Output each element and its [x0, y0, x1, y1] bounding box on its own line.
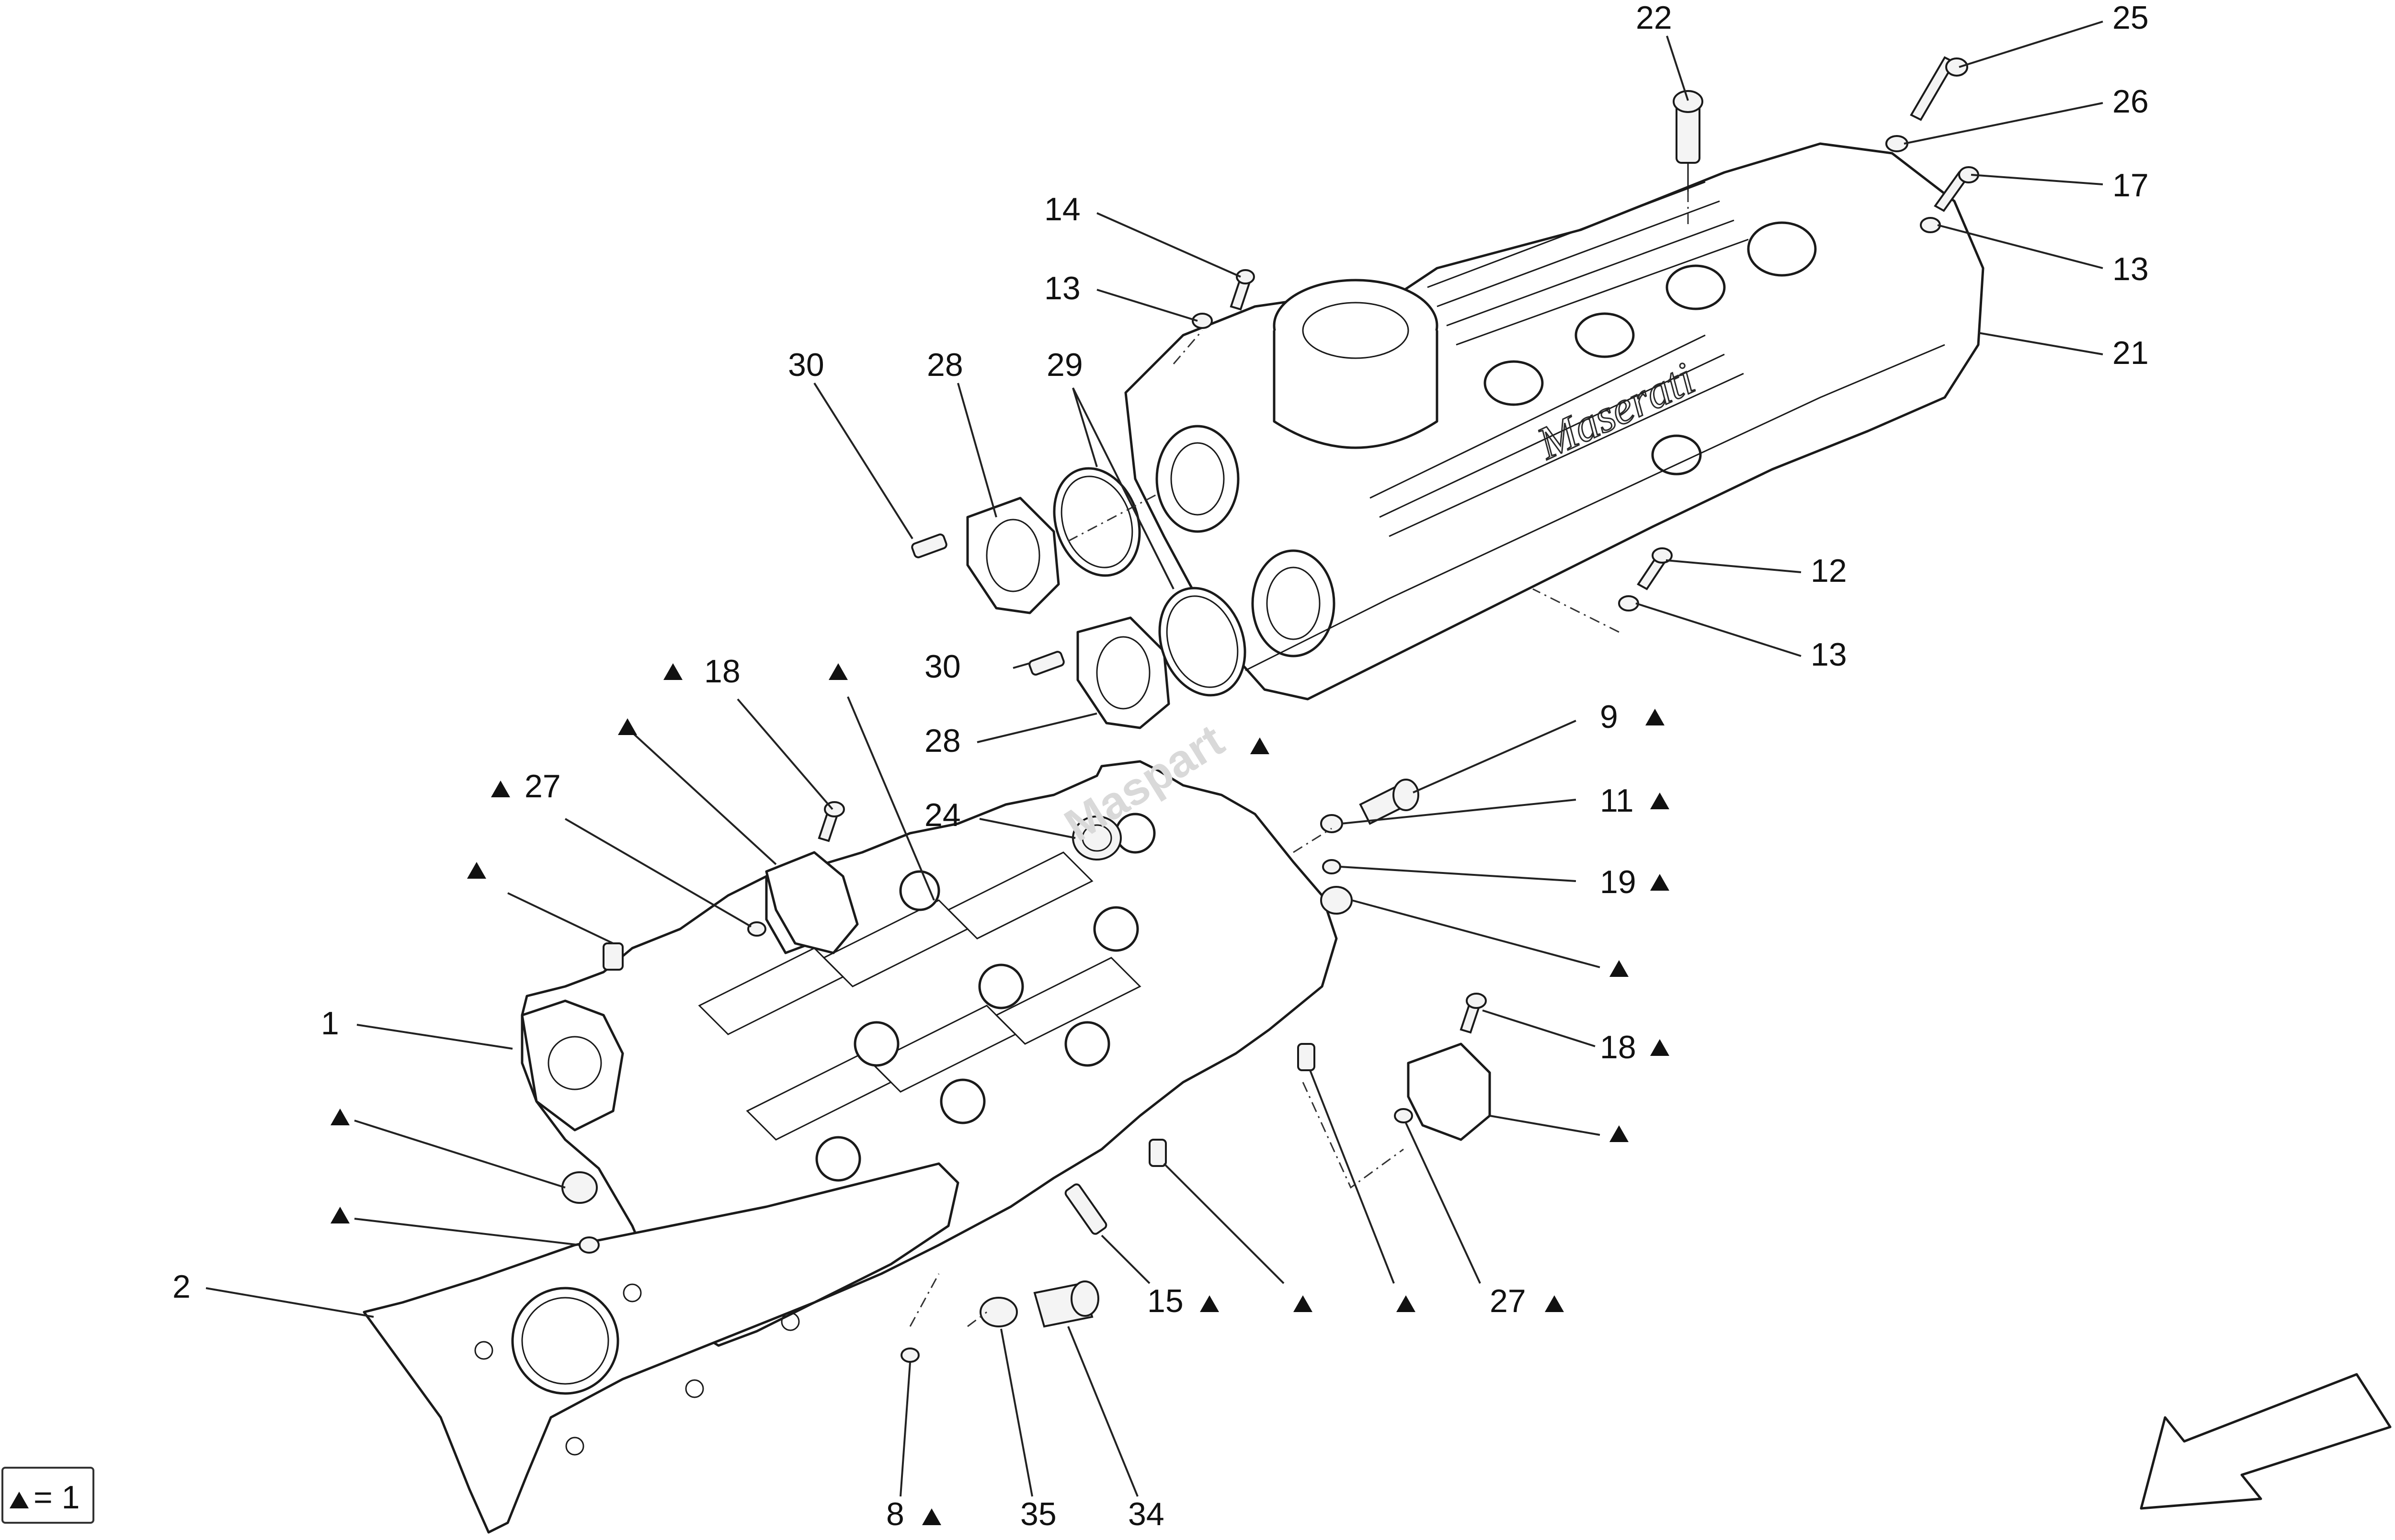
triangle-marker-icon: [1609, 960, 1629, 977]
label-14: 14: [1044, 191, 1081, 227]
label-2: 2: [172, 1268, 191, 1305]
bolt-18-a: [818, 801, 845, 842]
dowel-27-a: [747, 921, 766, 937]
orientation-arrow-icon: [2140, 1373, 2392, 1510]
label-28: 28: [927, 347, 963, 383]
triangle-marker-icon: [1645, 709, 1665, 725]
label-13: 13: [1044, 270, 1081, 306]
label-22: 22: [1636, 0, 1672, 36]
label-18: 18: [704, 653, 741, 690]
triangle-marker-icon: [10, 1492, 29, 1508]
sensor-9: [1359, 779, 1419, 825]
washer-13-a: [1920, 217, 1941, 233]
dowel-left-bottom: [579, 1236, 600, 1254]
label-12: 12: [1811, 553, 1847, 589]
label-11: 11: [1600, 782, 1634, 819]
label-26: 26: [2112, 83, 2149, 120]
bolt-12: [1637, 547, 1673, 590]
assembly-guide-lines: [909, 192, 1689, 1327]
label-21: 21: [2112, 335, 2149, 371]
triangle-marker-icon: [829, 663, 848, 680]
screw-30-lower: [1028, 651, 1065, 676]
label-9: 9: [1600, 699, 1618, 735]
dowel-19: [1322, 859, 1341, 874]
label-18: 18: [1600, 1029, 1636, 1065]
label-34: 34: [1128, 1496, 1164, 1532]
label-8: 8: [886, 1496, 904, 1532]
bolt-17: [1934, 166, 1979, 212]
dowel-left-top: [603, 942, 624, 971]
triangle-markers: [331, 663, 1669, 1525]
label-17: 17: [2112, 167, 2149, 204]
label-35: 35: [1020, 1496, 1057, 1532]
label-27: 27: [525, 768, 561, 804]
label-13: 13: [1811, 636, 1847, 673]
cam-cover-lower: [1076, 587, 1246, 729]
label-13: 13: [2112, 251, 2149, 287]
triangle-marker-icon: [1650, 1039, 1669, 1056]
screw-30-upper: [911, 533, 947, 558]
triangle-marker-icon: [922, 1508, 941, 1525]
triangle-marker-icon: [331, 1109, 350, 1125]
label-27: 27: [1490, 1283, 1526, 1319]
label-30: 30: [924, 648, 961, 685]
triangle-marker-icon: [491, 781, 510, 797]
bracket-right: [1407, 1042, 1491, 1141]
label-19: 19: [1600, 864, 1636, 900]
triangle-marker-icon: [1545, 1295, 1564, 1312]
bushing-left: [561, 1171, 598, 1204]
callout-labels: 22 25 26 17 13 21 14 13 30 28 29 12 13 3…: [172, 0, 2149, 1532]
bolt-18-b: [1460, 993, 1487, 1034]
label-1: 1: [321, 1005, 339, 1042]
label-24: 24: [924, 797, 961, 833]
dowel-center: [1149, 1139, 1167, 1167]
label-25: 25: [2112, 0, 2149, 36]
legend: = 1: [1, 1467, 94, 1524]
dowel-right: [1297, 1043, 1315, 1071]
head-gasket: [363, 1162, 959, 1534]
triangle-marker-icon: [1650, 874, 1669, 891]
triangle-marker-icon: [331, 1207, 350, 1223]
dowel-27-b: [1394, 1108, 1413, 1123]
triangle-marker-icon: [1250, 737, 1269, 754]
ring-35: [980, 1297, 1018, 1327]
label-29: 29: [1047, 347, 1083, 383]
plug-8: [901, 1348, 920, 1363]
legend-text: = 1: [34, 1479, 80, 1516]
bolt-25: [1910, 56, 1968, 121]
label-30: 30: [788, 347, 824, 383]
washer-11: [1320, 814, 1343, 833]
triangle-marker-icon: [1200, 1295, 1219, 1312]
triangle-marker-icon: [618, 718, 637, 735]
sensor-22: [1673, 90, 1703, 192]
bracket-left: [765, 851, 859, 954]
triangle-marker-icon: [1650, 793, 1669, 809]
label-28: 28: [924, 723, 961, 759]
washer-13-c: [1618, 595, 1639, 611]
triangle-marker-icon: [663, 663, 683, 680]
triangle-marker-icon: [467, 862, 486, 879]
triangle-marker-icon: [1293, 1295, 1312, 1312]
label-15: 15: [1147, 1283, 1184, 1319]
triangle-marker-icon: [1609, 1125, 1629, 1142]
plug-right: [1320, 886, 1353, 915]
sleeve-34: [1033, 1280, 1099, 1328]
bolt-14: [1230, 269, 1255, 311]
leader-lines: [205, 21, 2103, 1497]
cam-cover-upper: [966, 467, 1141, 614]
triangle-marker-icon: [1396, 1295, 1415, 1312]
stud-15: [1064, 1183, 1107, 1235]
cylinder-head-cover: Maserati: [1124, 142, 1984, 701]
washer-13-b: [1192, 313, 1213, 329]
